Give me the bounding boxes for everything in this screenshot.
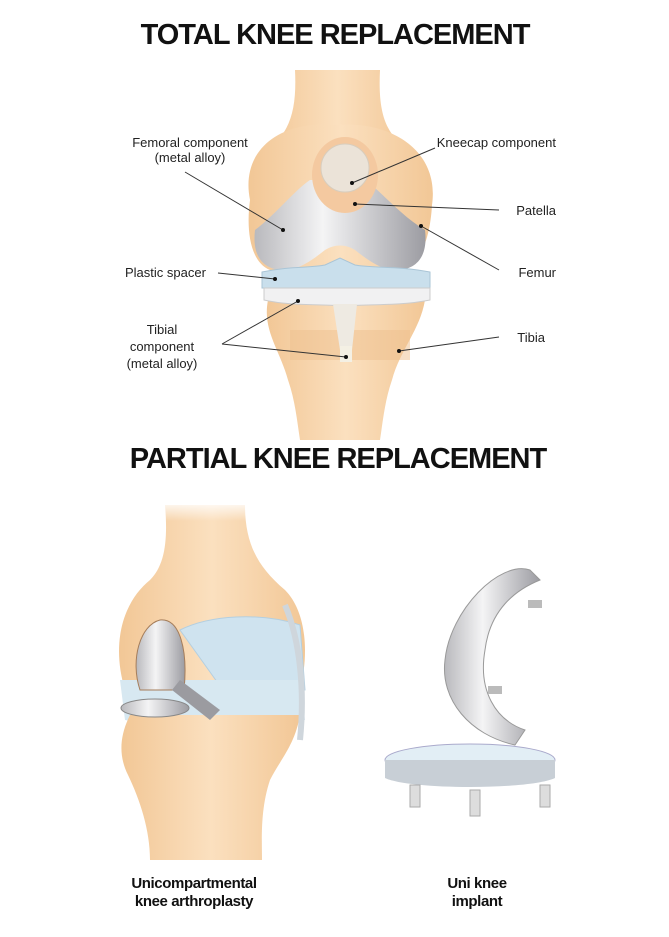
label-femoral-component-material: (metal alloy) (155, 150, 226, 165)
caption-knee-arthroplasty: knee arthroplasty (135, 893, 254, 910)
leader-lines (184, 147, 500, 359)
label-femoral-component: Femoral component (132, 135, 248, 150)
caption-unicompartmental: Unicompartmental (131, 875, 257, 892)
femoral-component (254, 180, 426, 271)
label-patella: Patella (516, 203, 557, 218)
label-kneecap-component: Kneecap component (437, 135, 557, 150)
label-tibia: Tibia (517, 330, 545, 345)
label-femur: Femur (518, 265, 556, 280)
caption-implant: implant (452, 893, 503, 910)
label-tibial-component: component (130, 339, 195, 354)
title-total-knee-replacement: TOTAL KNEE REPLACEMENT (141, 19, 531, 51)
kneecap-component (320, 143, 370, 193)
caption-uni-knee: Uni knee (447, 875, 506, 892)
label-tibial: Tibial (147, 322, 178, 337)
tibial-stem (333, 304, 357, 350)
label-tibial-material: (metal alloy) (127, 356, 198, 371)
plastic-spacer (261, 257, 431, 289)
uni-knee-implant-illustration (384, 568, 556, 817)
label-plastic-spacer: Plastic spacer (125, 265, 207, 280)
tibial-tray (263, 287, 431, 307)
total-knee-illustration (248, 70, 433, 440)
title-partial-knee-replacement: PARTIAL KNEE REPLACEMENT (130, 443, 548, 475)
unicompartmental-illustration (119, 500, 306, 860)
